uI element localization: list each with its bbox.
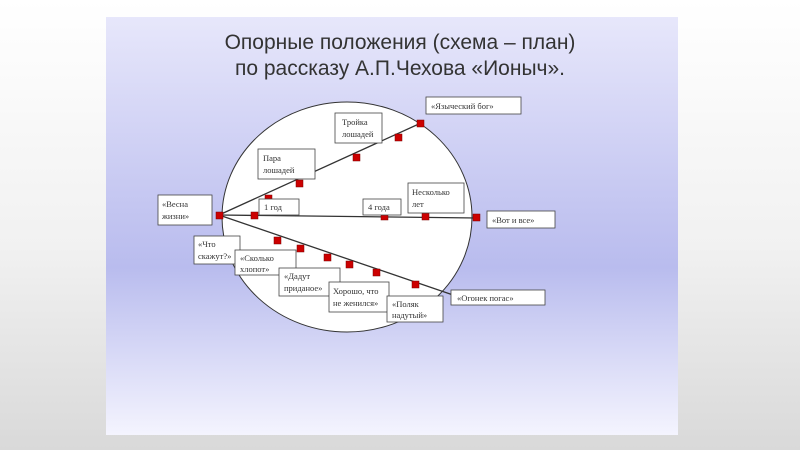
marker bbox=[372, 268, 381, 277]
label-para: Пара лошадей bbox=[263, 153, 295, 175]
box-yazycheskiy bbox=[425, 96, 522, 115]
marker bbox=[394, 133, 403, 142]
label-neskolko: Несколько лет bbox=[412, 187, 452, 209]
marker bbox=[416, 119, 425, 128]
title-line-2: по рассказу А.П.Чехова «Ионыч». bbox=[234, 57, 566, 80]
middle-line bbox=[218, 214, 478, 219]
label-dadut: «Дадут приданое» bbox=[284, 271, 322, 293]
marker bbox=[411, 280, 420, 289]
marker bbox=[250, 211, 259, 220]
label-vesna: «Весна жизни» bbox=[161, 199, 190, 221]
marker bbox=[323, 253, 332, 262]
upper-line bbox=[218, 122, 422, 216]
label-chto: «Что скажут?» bbox=[198, 239, 231, 261]
box-god1 bbox=[258, 198, 300, 216]
marker bbox=[472, 213, 481, 222]
box-para bbox=[257, 148, 316, 180]
marker bbox=[345, 260, 354, 269]
marker bbox=[296, 244, 305, 253]
title-line-1: Опорные положения (схема – план) bbox=[224, 31, 576, 54]
box-vot bbox=[486, 210, 556, 229]
marker bbox=[352, 153, 361, 162]
label-troyka: Тройка лошадей bbox=[342, 117, 374, 139]
label-yazycheskiy: «Языческий бог» bbox=[431, 101, 494, 111]
label-goda4: 4 года bbox=[368, 202, 390, 212]
box-vesna bbox=[157, 194, 213, 226]
box-polyak bbox=[386, 295, 444, 323]
marker bbox=[295, 179, 304, 188]
box-goda4 bbox=[362, 198, 402, 216]
box-ogonek bbox=[450, 289, 546, 306]
marker bbox=[273, 236, 282, 245]
label-vot: «Вот и все» bbox=[492, 215, 534, 225]
label-god1: 1 год bbox=[264, 202, 283, 212]
box-neskolko bbox=[407, 182, 465, 214]
marker-vesna bbox=[215, 211, 224, 220]
label-skolko: «Сколько хлопот» bbox=[240, 253, 276, 274]
box-troyka bbox=[334, 112, 383, 144]
label-ogonek: «Огонек погас» bbox=[457, 293, 514, 303]
label-polyak: «Поляк надутый» bbox=[392, 299, 427, 320]
marker bbox=[421, 212, 430, 221]
label-horosho: Хорошо, что не женился» bbox=[333, 286, 381, 308]
slide-title: Опорные положения (схема – план) по расс… bbox=[0, 30, 800, 82]
box-chto bbox=[193, 235, 241, 265]
